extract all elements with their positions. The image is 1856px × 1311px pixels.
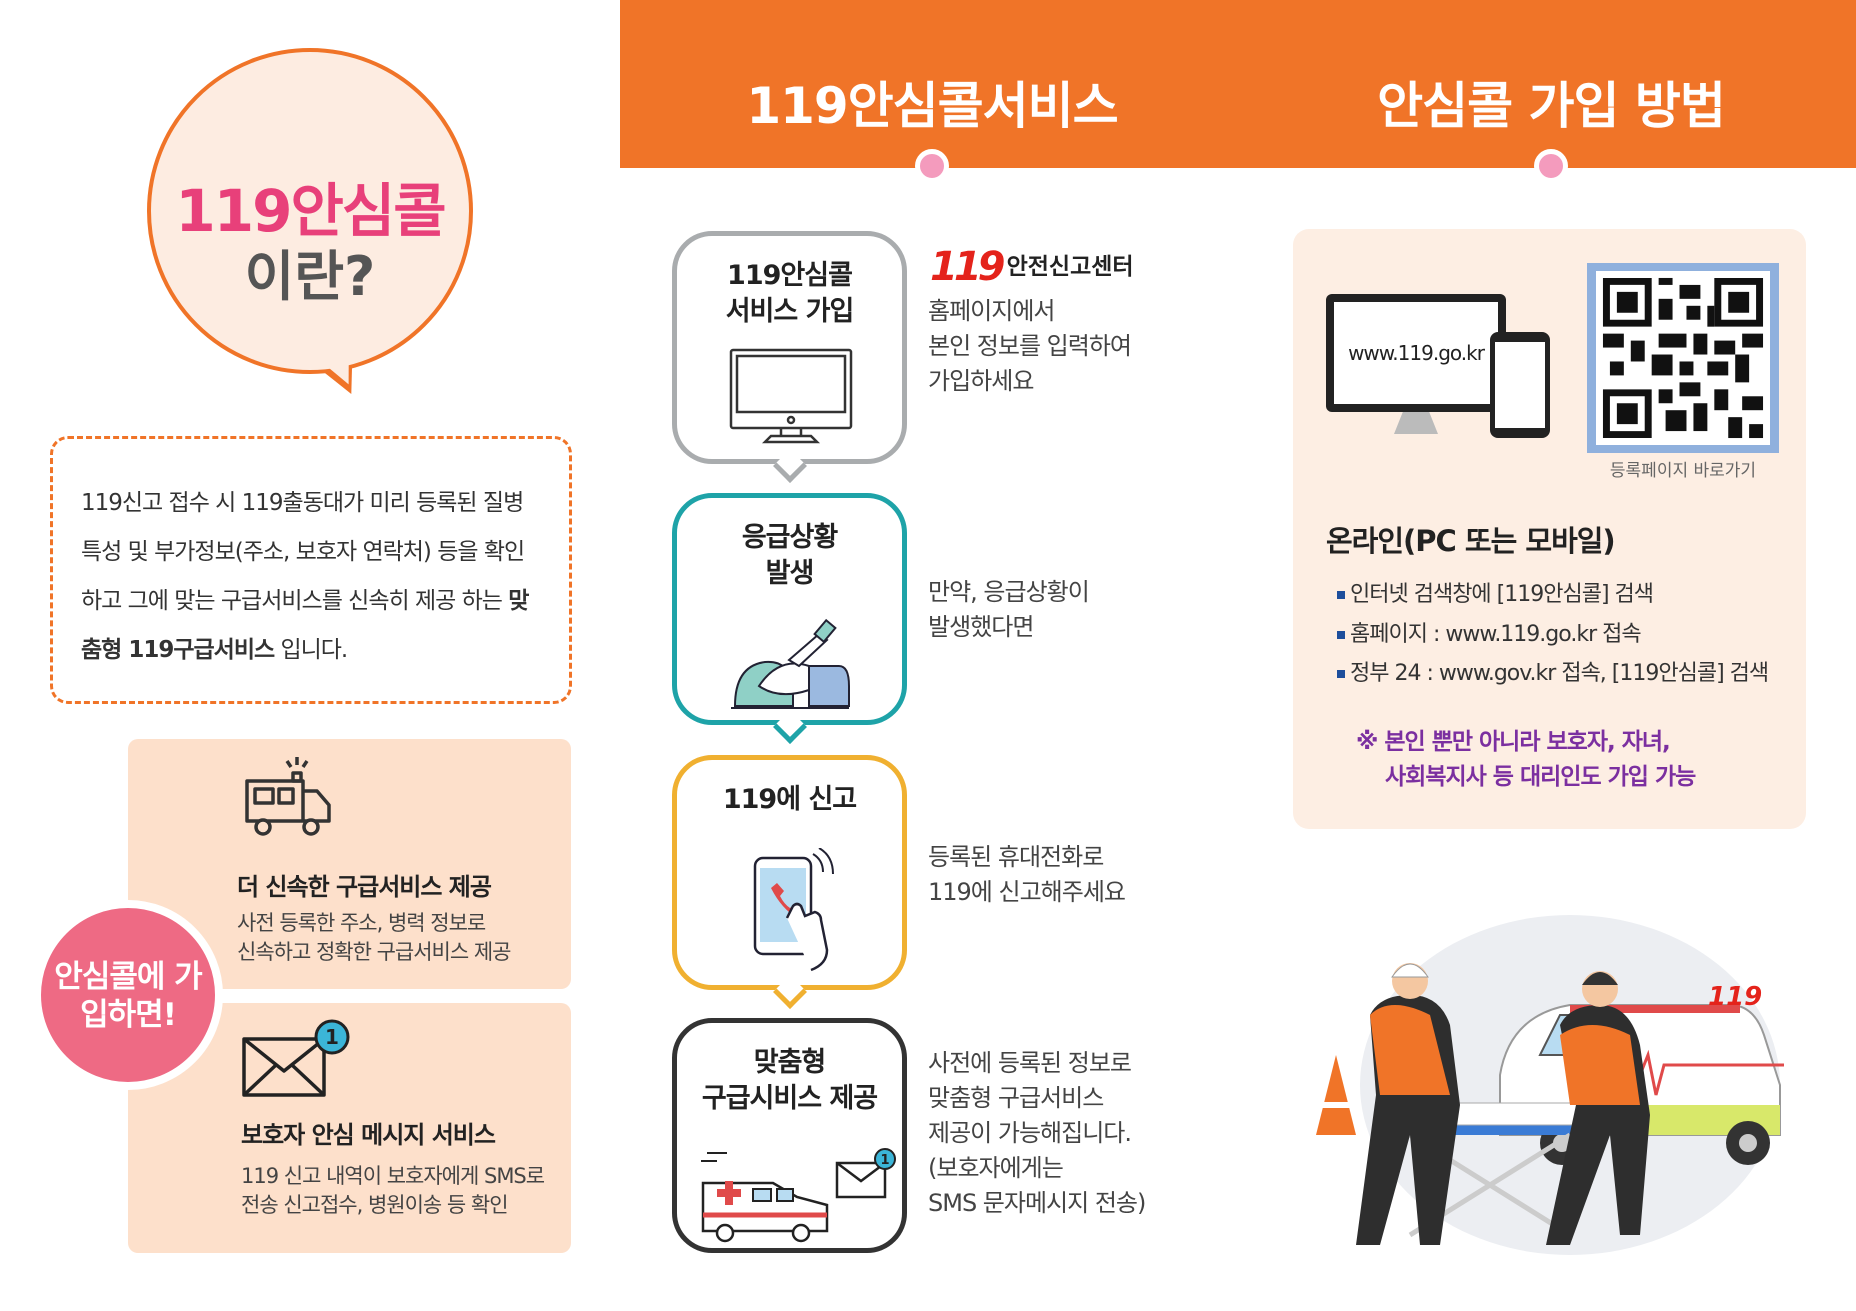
benefit-card-fast-service: 더 신속한 구급서비스 제공 사전 등록한 주소, 병력 정보로 신속하고 정확… [128, 739, 571, 989]
bubble-title: 119안심콜 [175, 177, 446, 245]
notification-badge: 1 [325, 1025, 339, 1049]
smartphone-illustration [1490, 332, 1550, 438]
monitor-url: www.119.go.kr [1334, 302, 1498, 404]
join-bullet: 홈페이지 : www.119.go.kr 접속 [1337, 616, 1642, 648]
benefit-desc: 전송 신고접수, 병원이송 등 확인 [241, 1193, 509, 1217]
qr-code[interactable] [1587, 263, 1779, 453]
intro-text: 119신고 접수 시 119출동대가 미리 등록된 질병 특성 및 부가정보(주… [81, 490, 525, 614]
step-title: 119에 신고 [722, 784, 857, 815]
intro-text-end: 입니다. [274, 637, 348, 663]
bubble-subtitle: 이란? [244, 245, 376, 308]
119-safety-report-center-logo: 119 안전신고센터 [930, 244, 1134, 290]
benefit-desc: 사전 등록한 주소, 병력 정보로 [237, 911, 486, 935]
join-bullet: 인터넷 검색창에 [119안심콜] 검색 [1337, 576, 1654, 608]
pink-dot-marker [1534, 149, 1568, 183]
step-pointer [772, 710, 807, 744]
intro-bold-text: 맞춤형 119구급서비스 [81, 588, 529, 663]
pink-dot-marker [915, 149, 949, 183]
step-pointer [772, 449, 807, 483]
step-pointer [772, 975, 807, 1009]
benefit-title: 더 신속한 구급서비스 제공 [237, 873, 492, 901]
ambulance-message-icon: 1 [701, 1148, 896, 1243]
svg-text:119: 119 [1708, 982, 1762, 1012]
header-banner [620, 0, 1856, 168]
intro-speech-bubble: 119안심콜 이란? [147, 48, 473, 374]
monitor-illustration: www.119.go.kr [1326, 294, 1506, 412]
mail-notification-icon: 1 [242, 1019, 350, 1097]
monitor-stand [1394, 412, 1438, 434]
phone-call-icon [753, 848, 834, 972]
online-heading: 온라인(PC 또는 모바일) [1326, 524, 1616, 558]
benefit-desc: 신속하고 정확한 구급서비스 제공 [237, 940, 512, 964]
qr-caption: 등록페이지 바로가기 [1609, 461, 1757, 481]
proxy-note: ※ 본인 뿐만 아니라 보호자, 자녀, [1356, 729, 1671, 755]
step-report-119: 119에 신고 [672, 755, 907, 1009]
intro-description: 119신고 접수 시 119출동대가 미리 등록된 질병 특성 및 부가정보(주… [50, 436, 572, 704]
join-bullet: 정부 24 : www.gov.kr 접속, [119안심콜] 검색 [1337, 655, 1769, 687]
ambulance-icon [245, 757, 331, 836]
monitor-icon [729, 348, 853, 444]
join-benefits-badge: 안심콜에 가입하면! [33, 900, 223, 1090]
benefit-desc: 119 신고 내역이 보호자에게 SMS로 [241, 1164, 545, 1188]
notification-badge: 1 [880, 1153, 889, 1168]
paramedics-illustration: 119 [1316, 915, 1784, 1255]
join-title: 안심콜 가입 방법 [1377, 77, 1726, 135]
benefit-title: 보호자 안심 메시지 서비스 [241, 1121, 496, 1149]
proxy-note: 사회복지사 등 대리인도 가입 가능 [1385, 764, 1696, 790]
patient-icon [731, 618, 850, 709]
service-title: 119안심콜서비스 [746, 77, 1118, 135]
